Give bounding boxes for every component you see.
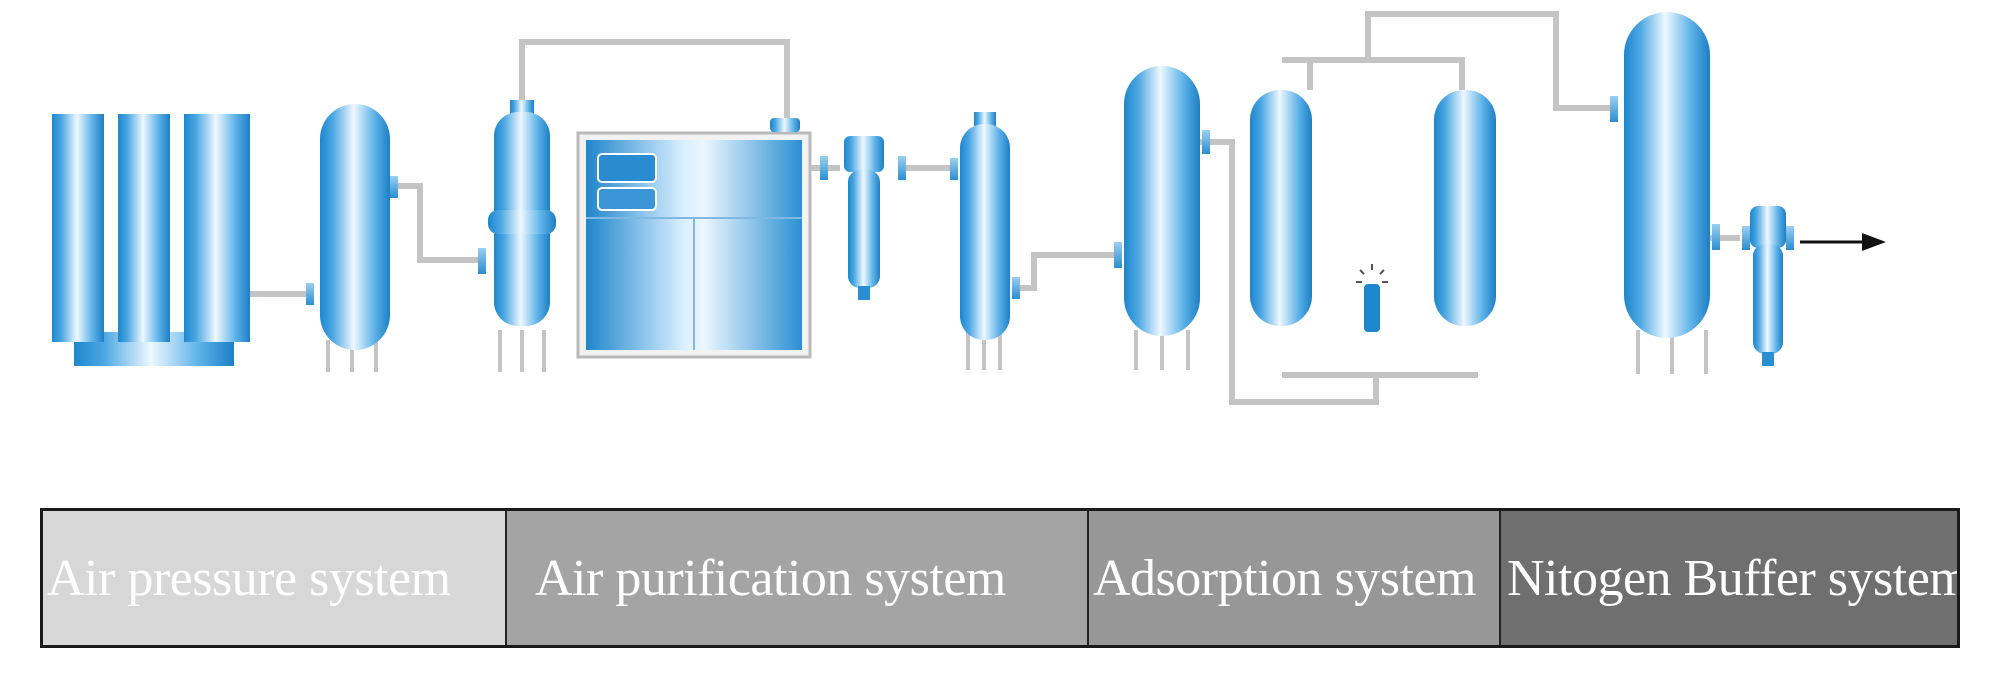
arrow-right-icon (1800, 233, 1886, 251)
filter-icon (1742, 206, 1794, 366)
indicator-icon (1356, 264, 1388, 332)
process-flow-diagram (52, 11, 1886, 405)
separator-icon (478, 100, 556, 372)
tower-icon (1434, 90, 1496, 326)
separator-icon (950, 112, 1020, 370)
legend-label: Adsorption system (1093, 549, 1476, 607)
tank-icon (1114, 66, 1210, 370)
legend-segment-adsorption: Adsorption system (1087, 511, 1499, 645)
compressor-icon (52, 114, 250, 366)
legend-segment-air-pressure: Air pressure system (43, 511, 505, 645)
legend-label: Air purification system (535, 549, 1006, 607)
filter-icon (820, 136, 906, 300)
legend-label: Air pressure system (47, 549, 451, 607)
tower-icon (1250, 90, 1312, 326)
dryer-icon (576, 118, 812, 359)
tank-icon (306, 104, 398, 372)
legend-segment-nitrogen-buffer: Nitogen Buffer system (1499, 511, 1957, 645)
tank-icon (1610, 12, 1720, 374)
legend-label: Nitogen Buffer system (1507, 549, 1957, 607)
system-legend-bar: Air pressure system Air purification sys… (40, 508, 1960, 648)
legend-segment-air-purification: Air purification system (505, 511, 1087, 645)
